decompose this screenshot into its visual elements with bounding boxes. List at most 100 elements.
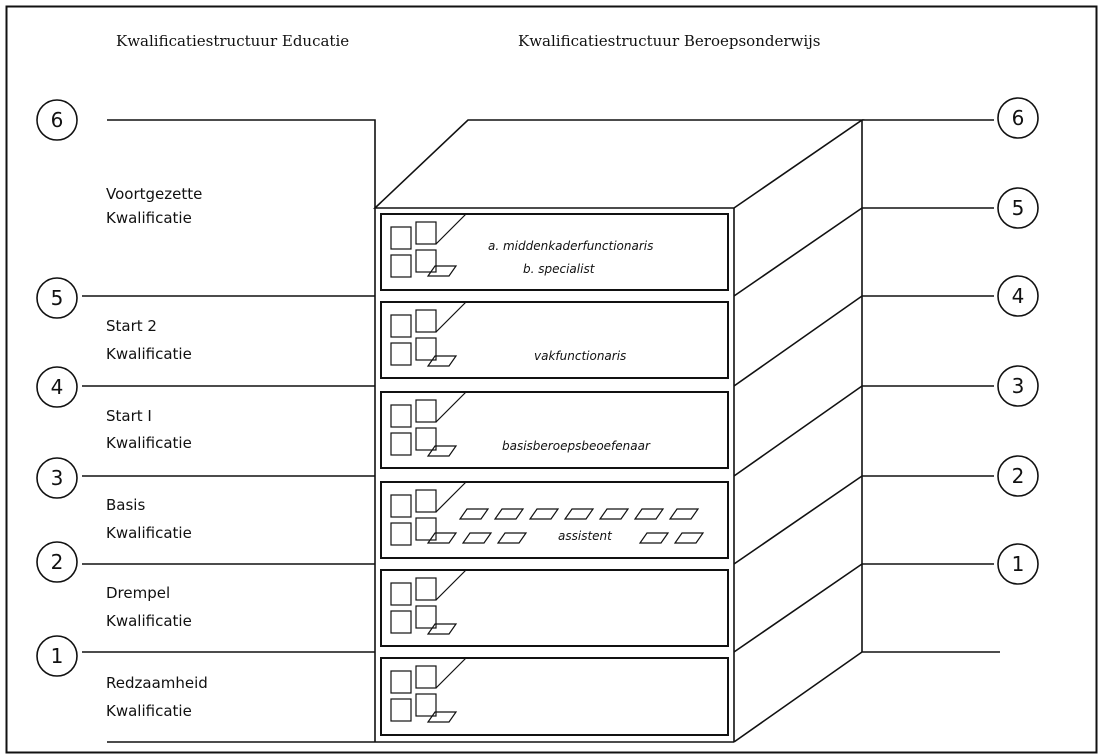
header-beroepsonderwijs: Kwalificatiestructuur Beroepsonderwijs (518, 32, 820, 50)
floor-6-door (390, 254, 412, 278)
number-label: 6 (51, 108, 64, 132)
number-circle (997, 455, 1039, 497)
floor-3-door (415, 489, 437, 513)
floor-2-door (415, 605, 437, 629)
floor-6-window (380, 213, 729, 291)
floor-2-desk (426, 623, 458, 635)
role-label-level6b: b. specialist (523, 262, 596, 276)
building-block (372, 119, 1000, 743)
floor-3-desk (528, 508, 560, 520)
floor-4-window (380, 391, 729, 469)
number-circle (997, 97, 1039, 139)
number-circle (997, 275, 1039, 317)
floor-6 (380, 213, 729, 291)
floor-3-desk (461, 532, 493, 544)
right-line-0 (733, 651, 1000, 743)
floor-4-shade (435, 391, 467, 423)
level-label-line2: Kwalificatie (106, 524, 192, 542)
floor-6-shade (435, 213, 467, 245)
floor-5-door (390, 342, 412, 366)
right-line-3 (733, 385, 994, 477)
floor-5-door (415, 309, 437, 333)
header-educatie: Kwalificatiestructuur Educatie (116, 32, 349, 50)
role-label-level6a: a. middenkaderfunctionaris (488, 239, 653, 253)
role-label-level4: basisberoepsbeoefenaar (502, 439, 651, 453)
number-circle (36, 635, 78, 677)
number-circle (997, 543, 1039, 585)
floor-3-desk (493, 508, 525, 520)
floor-3-desk (426, 532, 458, 544)
number-label: 1 (51, 644, 64, 668)
floor-3-window (380, 481, 729, 559)
level-label-line2: Kwalificatie (106, 209, 192, 227)
floor-1-desk (426, 711, 458, 723)
floor-3-desk (633, 508, 665, 520)
floor-5-door (390, 314, 412, 338)
block-top-face (372, 119, 865, 209)
floor-4-door (415, 427, 437, 451)
number-label: 1 (1012, 552, 1025, 576)
diagram-frame (5, 5, 1098, 754)
floor-5-window (380, 301, 729, 379)
role-label-level3: assistent (558, 529, 613, 543)
floor-4-door (390, 432, 412, 456)
number-label: 2 (1012, 464, 1025, 488)
floor-2-shade (435, 569, 467, 601)
floor-5-door (415, 337, 437, 361)
floor-2 (380, 569, 729, 647)
right-number-circles (997, 97, 1039, 585)
level-label-line1: Start I (106, 407, 152, 425)
number-circle (997, 187, 1039, 229)
level-label-line2: Kwalificatie (106, 434, 192, 452)
level-label-line1: Redzaamheid (106, 674, 208, 692)
role-label-level5: vakfunctionaris (534, 349, 626, 363)
floor-3-desk (673, 532, 705, 544)
floor-3-desk (563, 508, 595, 520)
floor-5 (380, 301, 729, 379)
right-line-1 (733, 563, 994, 653)
floor-1 (380, 657, 729, 736)
floor-5-desk (426, 355, 458, 367)
left-number-circles (36, 99, 78, 677)
floor-4-door (415, 399, 437, 423)
level-label-line1: Start 2 (106, 317, 157, 335)
level-label-line2: Kwalificatie (106, 702, 192, 720)
floor-6-door (415, 249, 437, 273)
level-label-line1: Voortgezette (106, 185, 202, 203)
number-label: 5 (51, 286, 64, 310)
left-level-lines (82, 119, 376, 743)
right-line-4 (733, 295, 994, 387)
floor-1-shade (435, 657, 467, 689)
right-line-2 (733, 475, 994, 565)
level-label-line1: Drempel (106, 584, 170, 602)
floor-6-desk (426, 265, 458, 277)
floor-3-desk (496, 532, 528, 544)
number-label: 4 (1012, 284, 1025, 308)
floor-3-desk (668, 508, 700, 520)
left-line-6 (107, 119, 376, 208)
floor-4 (380, 391, 729, 469)
number-circle (36, 457, 78, 499)
floor-1-door (415, 665, 437, 689)
number-label: 3 (51, 466, 64, 490)
number-label: 6 (1012, 106, 1025, 130)
floor-2-door (390, 582, 412, 606)
floor-5-shade (435, 301, 467, 333)
floor-2-door (390, 610, 412, 634)
number-label: 3 (1012, 374, 1025, 398)
floor-3-shade (435, 481, 467, 513)
floor-6-door (415, 221, 437, 245)
number-circle (36, 541, 78, 583)
floor-4-door (390, 404, 412, 428)
floor-1-door (415, 693, 437, 717)
number-label: 2 (51, 550, 64, 574)
number-circle (36, 99, 78, 141)
number-label: 4 (51, 375, 64, 399)
number-circle (36, 277, 78, 319)
floor-3-desk (598, 508, 630, 520)
right-line-5 (733, 207, 994, 297)
floor-3-door (390, 522, 412, 546)
number-circle (997, 365, 1039, 407)
floor-2-door (415, 577, 437, 601)
